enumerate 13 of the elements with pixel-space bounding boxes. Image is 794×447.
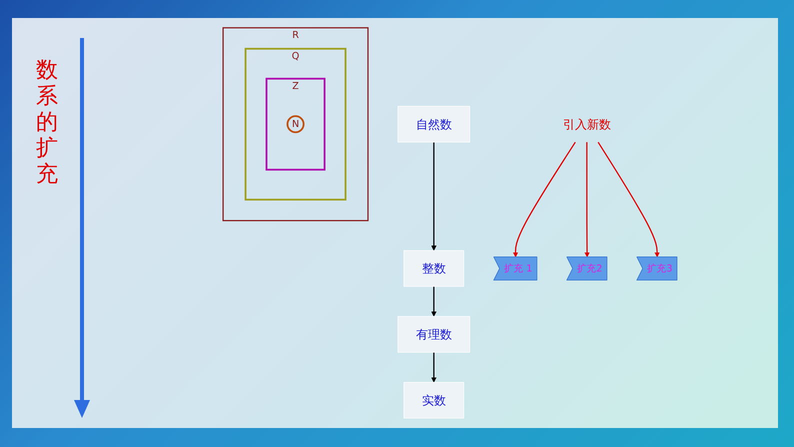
arrow [598,142,660,258]
node-box: 实数 [404,382,464,418]
node-box: 有理数 [398,316,470,353]
node-circle: N [286,115,304,134]
node-box: 自然数 [398,106,470,142]
arrow [584,142,590,258]
arrow [431,142,436,251]
arrow [512,142,576,258]
node-text: 引入新数 [562,117,611,132]
arrow [431,286,436,317]
vertical-title: 数系的扩充 [36,58,59,188]
arrow [431,352,436,383]
node-box: 整数 [404,250,464,287]
